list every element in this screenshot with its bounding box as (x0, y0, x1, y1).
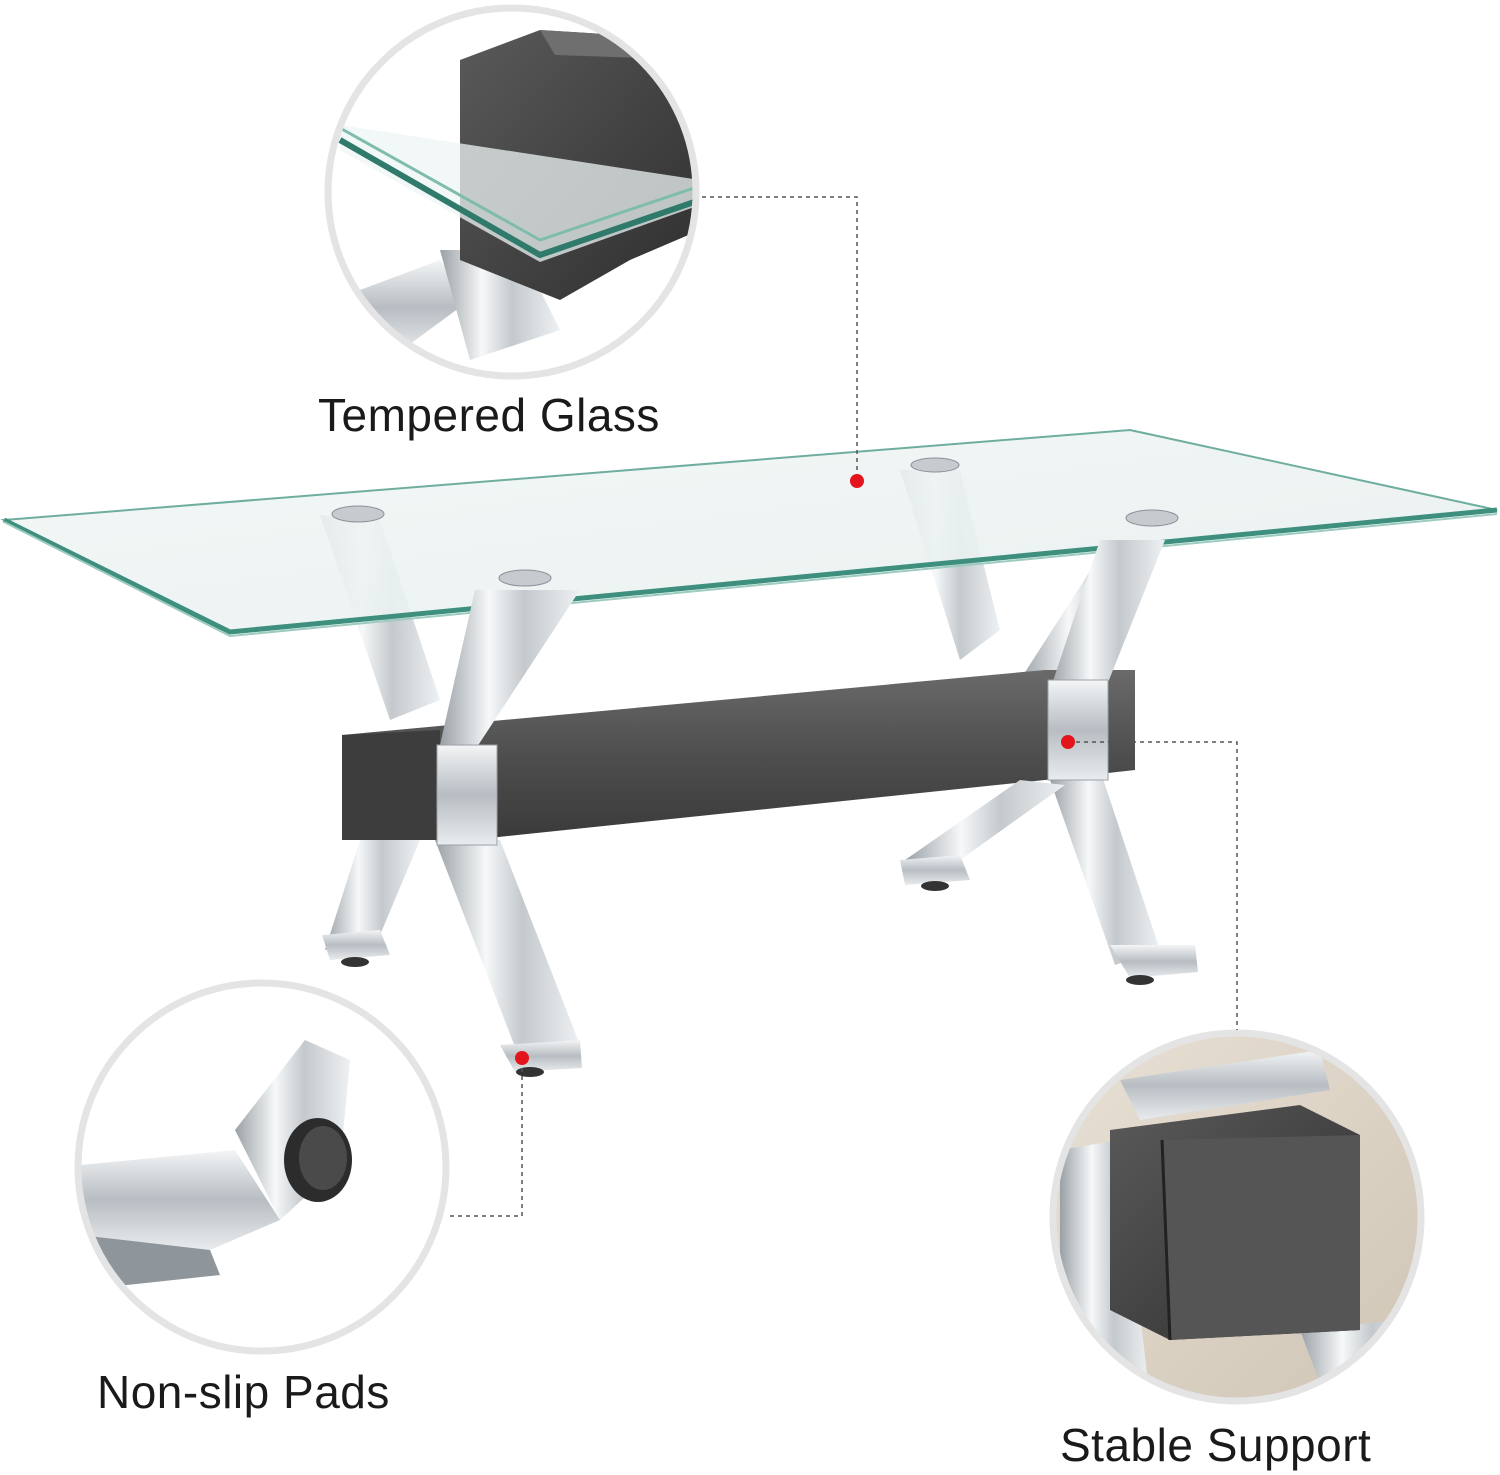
tempered-glass-label: Tempered Glass (318, 389, 660, 441)
non-slip-pads-label: Non-slip Pads (97, 1366, 390, 1418)
chrome-sleeve (1047, 679, 1109, 781)
table-foot (322, 855, 1198, 1077)
support-detail-zoom (1049, 1029, 1425, 1405)
table-leg (905, 780, 1065, 860)
table-leg (1050, 540, 1165, 690)
marker-dot-icon (1061, 735, 1075, 749)
table-leg (440, 590, 580, 750)
table-leg (325, 840, 420, 950)
coffee-table (0, 428, 1498, 1077)
leader-lines (450, 196, 1238, 1217)
glass-mount (331, 457, 1179, 587)
marker-dot-icon (515, 1051, 529, 1065)
stable-support-label: Stable Support (1060, 1419, 1372, 1471)
pad-detail-zoom (74, 979, 450, 1355)
table-leg (1050, 770, 1160, 965)
marker-dot-icon (850, 474, 864, 488)
glass-detail-zoom (324, 4, 700, 380)
table-leg (435, 840, 580, 1060)
chrome-sleeve (436, 744, 498, 846)
wood-beam (342, 670, 1135, 840)
